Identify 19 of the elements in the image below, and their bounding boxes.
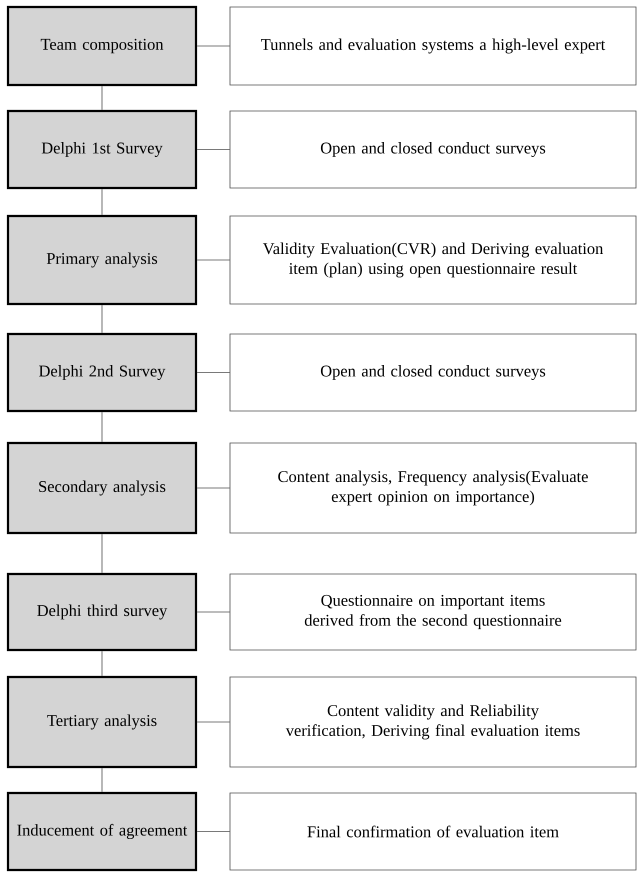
description-box: Questionnaire on important items derived from the second questionnaire [230,574,636,650]
step-box: Primary analysis [6,214,198,306]
description-box: Content validity and Reliability verification, Deriving final evaluation items [230,676,636,768]
description-box: Tunnels and evaluation systems a high-level expert [230,6,636,86]
connector-line [196,372,230,373]
step-box: Secondary analysis [6,442,198,534]
step-box: Tertiary analysis [6,676,198,768]
connector-line [196,149,230,150]
description-box: Open and closed conduct surveys [230,334,636,412]
step-box: Delphi 1st Survey [6,110,198,190]
description-box: Content analysis, Frequency analysis(Evaluate expert opinion on importance) [230,442,636,534]
description-box: Validity Evaluation(CVR) and Deriving evaluation item (plan) using open questionnaire result [230,216,636,304]
connector-line [196,831,230,832]
description-box: Open and closed conduct surveys [230,110,636,188]
description-box: Final confirmation of evaluation item [230,792,636,870]
step-box: Delphi third survey [6,572,198,652]
step-box: Team composition [6,6,198,86]
step-box: Inducement of agreement [6,792,198,872]
step-box: Delphi 2nd Survey [6,332,198,412]
